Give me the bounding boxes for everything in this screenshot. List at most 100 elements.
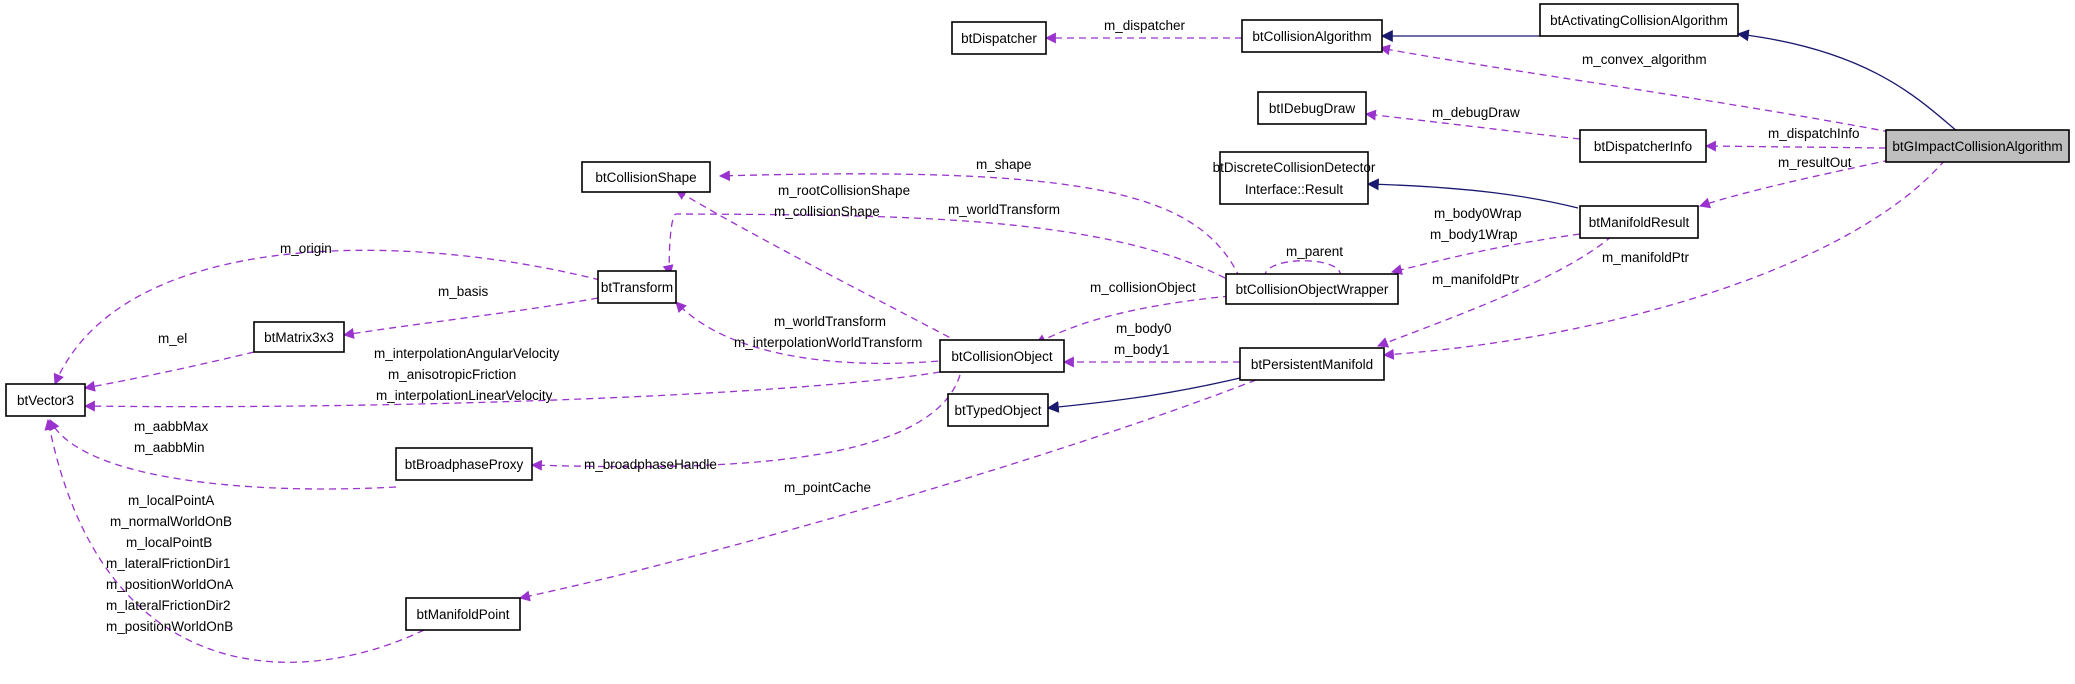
node-label-btmanifoldpoint: btManifoldPoint [416,607,509,622]
label-m-body0wrap: m_body0Wrap [1434,206,1522,221]
label-m-manifoldptr-algo: m_manifoldPtr [1602,250,1690,265]
label-m-lateralfrictiondir2: m_lateralFrictionDir2 [106,598,231,613]
label-m-convex-algorithm: m_convex_algorithm [1582,52,1707,67]
association-edges [44,32,1946,663]
node-btdispatcherinfo[interactable]: btDispatcherInfo [1579,129,1707,163]
label-m-normalworldonb: m_normalWorldOnB [110,514,232,529]
edge-dispatcherinfo-to-debugdraw [1364,109,1581,140]
edge-gimpact-to-persistentmanifold [1382,159,1946,360]
label-m-el: m_el [158,331,187,346]
label-m-aabbmax: m_aabbMax [134,419,209,434]
label-m-dispatcher: m_dispatcher [1104,18,1186,33]
label-m-basis: m_basis [438,284,489,299]
edge-gimpact-to-manifoldresult [1698,159,1891,209]
edge-gimpact-to-activating [1736,29,1959,133]
label-m-body1wrap: m_body1Wrap [1430,227,1518,242]
node-label-btidebugdraw: btIDebugDraw [1269,101,1356,116]
node-btcollisionobjectwrapper[interactable]: btCollisionObjectWrapper [1225,273,1399,305]
label-m-body0: m_body0 [1116,321,1172,336]
edge-gimpact-to-collisionalgorithm [1378,44,1891,133]
label-m-origin: m_origin [280,241,332,256]
node-label-btbroadphaseproxy: btBroadphaseProxy [405,457,524,472]
label-m-broadphasehandle: m_broadphaseHandle [584,457,717,472]
label-m-interpolationworldtransform: m_interpolationWorldTransform [734,335,922,350]
label-m-debugdraw: m_debugDraw [1432,105,1520,120]
label-m-dispatchinfo: m_dispatchInfo [1768,126,1860,141]
node-label-btgimpactcollisionalgorithm: btGImpactCollisionAlgorithm [1892,139,2062,154]
node-btmanifoldresult[interactable]: btManifoldResult [1579,205,1699,239]
node-label-btdispatcherinfo: btDispatcherInfo [1594,139,1692,154]
node-label-btdispatcher: btDispatcher [961,31,1037,46]
edge-manifoldresult-to-wrapper [1390,233,1581,276]
edge-persistentmanifold-to-typedobject [1046,377,1241,413]
node-label-bttransform: btTransform [601,280,673,295]
edge-broadphase-to-vector3 [49,419,397,490]
edge-gimpact-to-dispatcherinfo [1704,140,1887,152]
node-btbroadphaseproxy[interactable]: btBroadphaseProxy [395,447,533,481]
label-m-localpointb: m_localPointB [126,535,212,550]
label-interp-angular: m_interpolationAngularVelocity [374,346,560,361]
edge-wrapper-to-collisionshape [718,170,1241,279]
label-m-lateralfrictiondir1: m_lateralFrictionDir1 [106,556,231,571]
node-label-btmatrix3x3: btMatrix3x3 [264,330,334,345]
node-btcollisionshape[interactable]: btCollisionShape [581,161,711,193]
label-m-worldtransform-obj: m_worldTransform [774,314,886,329]
label-m-aabbmin: m_aabbMin [134,440,205,455]
edge-collisionobject-to-transform [675,301,951,365]
node-label-btcollisionshape: btCollisionShape [595,170,696,185]
label-m-parent: m_parent [1286,244,1343,259]
node-label-btcollisionobject: btCollisionObject [951,349,1053,364]
node-btcollisionobject[interactable]: btCollisionObject [939,339,1065,373]
label-m-rootcollisionshape: m_rootCollisionShape [778,183,910,198]
node-label-btvector3: btVector3 [17,393,74,408]
edge-manifoldpoint-to-vector3 [44,418,425,663]
node-label-btcollisionalgorithm: btCollisionAlgorithm [1252,29,1371,44]
node-label-bttypedobject: btTypedObject [954,403,1041,418]
node-btactivatingcollisionalgorithm[interactable]: btActivatingCollisionAlgorithm [1539,3,1739,37]
node-label-btactivatingcollisionalgorithm: btActivatingCollisionAlgorithm [1550,13,1728,28]
label-m-worldtransform-wrapper: m_worldTransform [948,202,1060,217]
edge-collisionobject-to-vector3 [83,371,941,412]
label-m-collisionshape: m_collisionShape [774,204,880,219]
edge-m-basis [342,297,599,339]
edge-manifoldresult-to-discreteresult [1366,178,1579,209]
label-m-pointcache: m_pointCache [784,480,871,495]
node-btpersistentmanifold[interactable]: btPersistentManifold [1239,347,1385,381]
edge-collisionobject-to-broadphase [530,374,961,471]
node-label-btdiscrete-line2: Interface::Result [1245,182,1344,197]
edge-manifoldresult-to-persistentmanifold [1376,235,1613,348]
node-label-btcollisionobjectwrapper: btCollisionObjectWrapper [1236,282,1389,297]
label-m-body1: m_body1 [1114,342,1170,357]
edge-labels: m_origin m_basis m_el m_interpolationAng… [106,18,1860,634]
node-btdiscretecollisiondetector-result[interactable]: btDiscreteCollisionDetector Interface::R… [1213,151,1376,205]
node-label-btdiscrete-line1: btDiscreteCollisionDetector [1213,160,1376,175]
label-m-resultout: m_resultOut [1778,155,1852,170]
node-btidebugdraw[interactable]: btIDebugDraw [1257,91,1367,125]
inheritance-edges [1046,29,1959,413]
node-btgimpactcollisionalgorithm[interactable]: btGImpactCollisionAlgorithm [1885,129,2070,163]
label-anisotropic: m_anisotropicFriction [388,367,516,382]
nodes: btVector3 btMatrix3x3 btTransform btColl… [5,3,2070,631]
label-m-shape: m_shape [976,157,1032,172]
node-btcollisionalgorithm[interactable]: btCollisionAlgorithm [1241,19,1383,53]
node-label-btpersistentmanifold: btPersistentManifold [1251,357,1373,372]
edge-m-el [83,351,255,392]
node-btmatrix3x3[interactable]: btMatrix3x3 [253,321,345,353]
label-m-manifoldptr-result: m_manifoldPtr [1432,272,1520,287]
edge-persistentmanifold-to-manifoldpoint [518,379,1257,602]
label-m-positionworldona: m_positionWorldOnA [106,577,233,592]
node-btvector3[interactable]: btVector3 [5,383,86,417]
label-interp-linear: m_interpolationLinearVelocity [376,388,553,403]
label-m-positionworldonb: m_positionWorldOnB [106,619,233,634]
node-btmanifoldpoint[interactable]: btManifoldPoint [405,597,521,631]
label-m-collisionobject: m_collisionObject [1090,280,1196,295]
node-btdispatcher[interactable]: btDispatcher [951,21,1047,55]
edge-m-origin [53,249,601,386]
edge-wrapper-to-transform [662,213,1226,279]
label-m-localpointa: m_localPointA [128,493,214,508]
node-bttransform[interactable]: btTransform [597,270,677,304]
node-bttypedobject[interactable]: btTypedObject [947,393,1049,427]
node-label-btmanifoldresult: btManifoldResult [1589,215,1690,230]
edge-wrapper-to-collisionobject [1035,295,1231,345]
